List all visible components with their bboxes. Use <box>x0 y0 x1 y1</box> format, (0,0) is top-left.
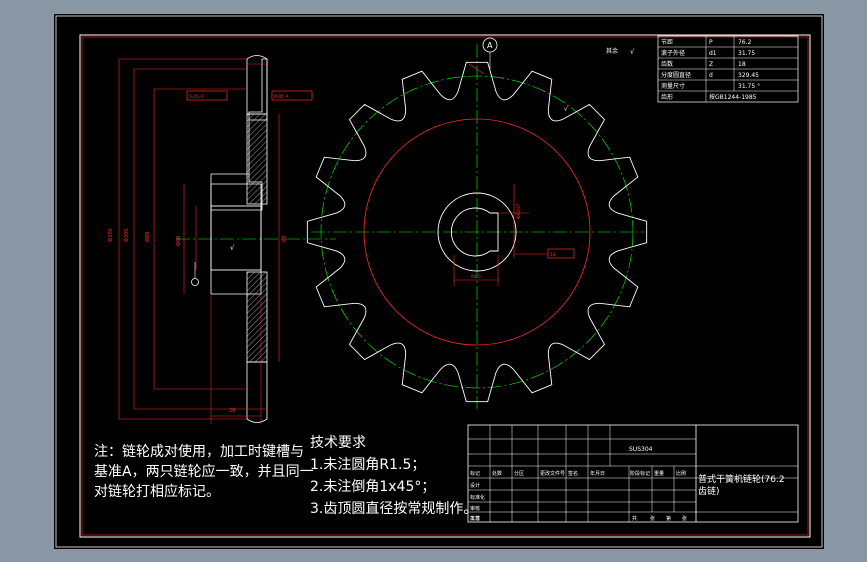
param-name: 节距 <box>661 38 673 46</box>
param-name: 齿形 <box>661 93 673 101</box>
title-label: 阶段标记 <box>630 470 650 477</box>
requirement-3: 3.齿顶圆直径按常规制作。 <box>310 501 478 517</box>
title-label: 处数 <box>492 470 502 477</box>
tol-text-2: 0.05 A <box>274 94 289 100</box>
outer-frame <box>55 15 823 548</box>
title-label: 共 <box>632 515 637 522</box>
dim-side-hub: Φ88 <box>145 232 151 242</box>
param-symbol: Z <box>709 61 713 68</box>
dim-side-web: 20 <box>229 408 235 414</box>
param-value: 18 <box>738 61 746 68</box>
title-label: 张 <box>682 515 687 522</box>
section-hatch-upper <box>246 113 268 205</box>
side-view: √ <box>118 55 336 424</box>
parameter-table: 其余 √ <box>606 35 799 103</box>
tolerance-frame-2 <box>271 90 313 101</box>
drawing-border <box>79 34 811 538</box>
title-label: 分区 <box>514 470 524 477</box>
inner-frame <box>81 36 809 536</box>
hub-bore <box>210 205 262 271</box>
param-name: 齿数 <box>661 60 673 68</box>
param-value: 31.75 ° <box>738 83 760 90</box>
roughness-note: 其余 <box>606 47 618 55</box>
title-label: 设计 <box>470 482 480 489</box>
section-hatch-lower <box>246 271 268 363</box>
drawing-sheet: √ Φ370 Φ300 Φ88 Φ60 60 20 0.05 A 0.05 A … <box>55 15 823 548</box>
title-label: 张 <box>650 515 655 522</box>
pitch-circle <box>320 75 634 389</box>
datum-marker-side <box>191 278 199 286</box>
tolerance-frame-3 <box>547 248 575 259</box>
roughness-symbol-front: √ <box>564 106 568 113</box>
sprocket-tooth-profile <box>306 61 648 403</box>
title-label: 第 <box>666 515 671 522</box>
bore-with-keyway <box>450 207 499 257</box>
requirement-1: 1.未注圆角R1.5； <box>310 457 426 473</box>
param-value: 76.2 <box>738 39 752 46</box>
param-value: 329.45 <box>738 72 759 79</box>
param-name: 分度圆直径 <box>661 71 691 79</box>
note-line-2: 基准A，两只链轮应一致，并且同一 <box>94 464 314 480</box>
dim-keyway-width: 18 <box>550 252 556 258</box>
datum-label: A <box>487 41 493 50</box>
note-line-3: 对链轮打相应标记。 <box>94 484 220 500</box>
param-name: 测量尺寸 <box>661 82 685 90</box>
dim-side-tip: Φ370 <box>108 229 114 242</box>
tolerance-frame-1 <box>186 90 228 101</box>
roughness-symbol-table: √ <box>630 48 635 56</box>
param-symbol: P <box>709 39 713 46</box>
dim-side-bore: Φ60 <box>176 236 182 246</box>
technical-requirements: 技术要求 1.未注圆角R1.5； 2.未注倒角1x45°； 3.齿顶圆直径按常规… <box>310 432 477 520</box>
hub-circle <box>437 192 517 272</box>
title-label: 工艺 <box>470 516 480 522</box>
title-label: 标记 <box>470 470 480 477</box>
title-name-cont: 齿链) <box>698 485 720 497</box>
title-label: 更改文件号 <box>540 470 565 477</box>
title-name: 普式干簧机链轮(76.2 <box>698 473 785 485</box>
cad-viewport[interactable]: √ Φ370 Φ300 Φ88 Φ60 60 20 0.05 A 0.05 A … <box>54 14 824 549</box>
title-label: 签名 <box>568 470 578 477</box>
dim-side-width: 60 <box>282 236 288 242</box>
title-label: 审核 <box>470 505 480 512</box>
param-name: 滚子外径 <box>661 49 685 57</box>
requirement-2: 2.未注倒角1x45°； <box>310 479 436 495</box>
root-circle-red <box>363 118 591 346</box>
param-symbol: d1 <box>709 50 717 57</box>
dim-keyway-depth: 64.5 <box>471 274 481 280</box>
parameter-rows: 节距 P 76.2 滚子外径 d1 31.75 齿数 Z 18 分度圆直径 d 329.45 测量尺寸 3… <box>661 38 760 101</box>
param-value: 31.75 <box>738 50 755 57</box>
assembly-note: 注：链轮成对使用，加工时键槽与 基准A，两只链轮应一致，并且同一 对链轮打相应标… <box>94 442 314 502</box>
requirements-title: 技术要求 <box>310 435 366 451</box>
title-labels: 标记 处数 分区 更改文件号签名 年月日设计标准化审核工艺批准 阶段标记重量 比例共 张 第 张 <box>470 470 687 522</box>
title-label: 标准化 <box>470 494 485 501</box>
front-view: √ <box>306 37 648 409</box>
title-label: 年月日 <box>590 470 605 477</box>
tol-text-1: 0.05 A <box>189 94 204 100</box>
material-text: SUS304 <box>629 446 653 453</box>
title-label: 重量 <box>654 470 664 477</box>
param-symbol: 按GB1244-1985 <box>709 93 757 101</box>
title-label: 批准 <box>470 515 480 522</box>
title-label: 比例 <box>676 470 686 477</box>
note-line-1: 注：链轮成对使用，加工时键槽与 <box>94 444 304 460</box>
param-symbol: d <box>709 72 713 79</box>
dim-side-root: Φ300 <box>124 229 130 242</box>
dim-bore-callout: Φ60H7 <box>516 203 522 219</box>
title-block <box>467 424 799 523</box>
roughness-symbol-side: √ <box>230 244 235 252</box>
